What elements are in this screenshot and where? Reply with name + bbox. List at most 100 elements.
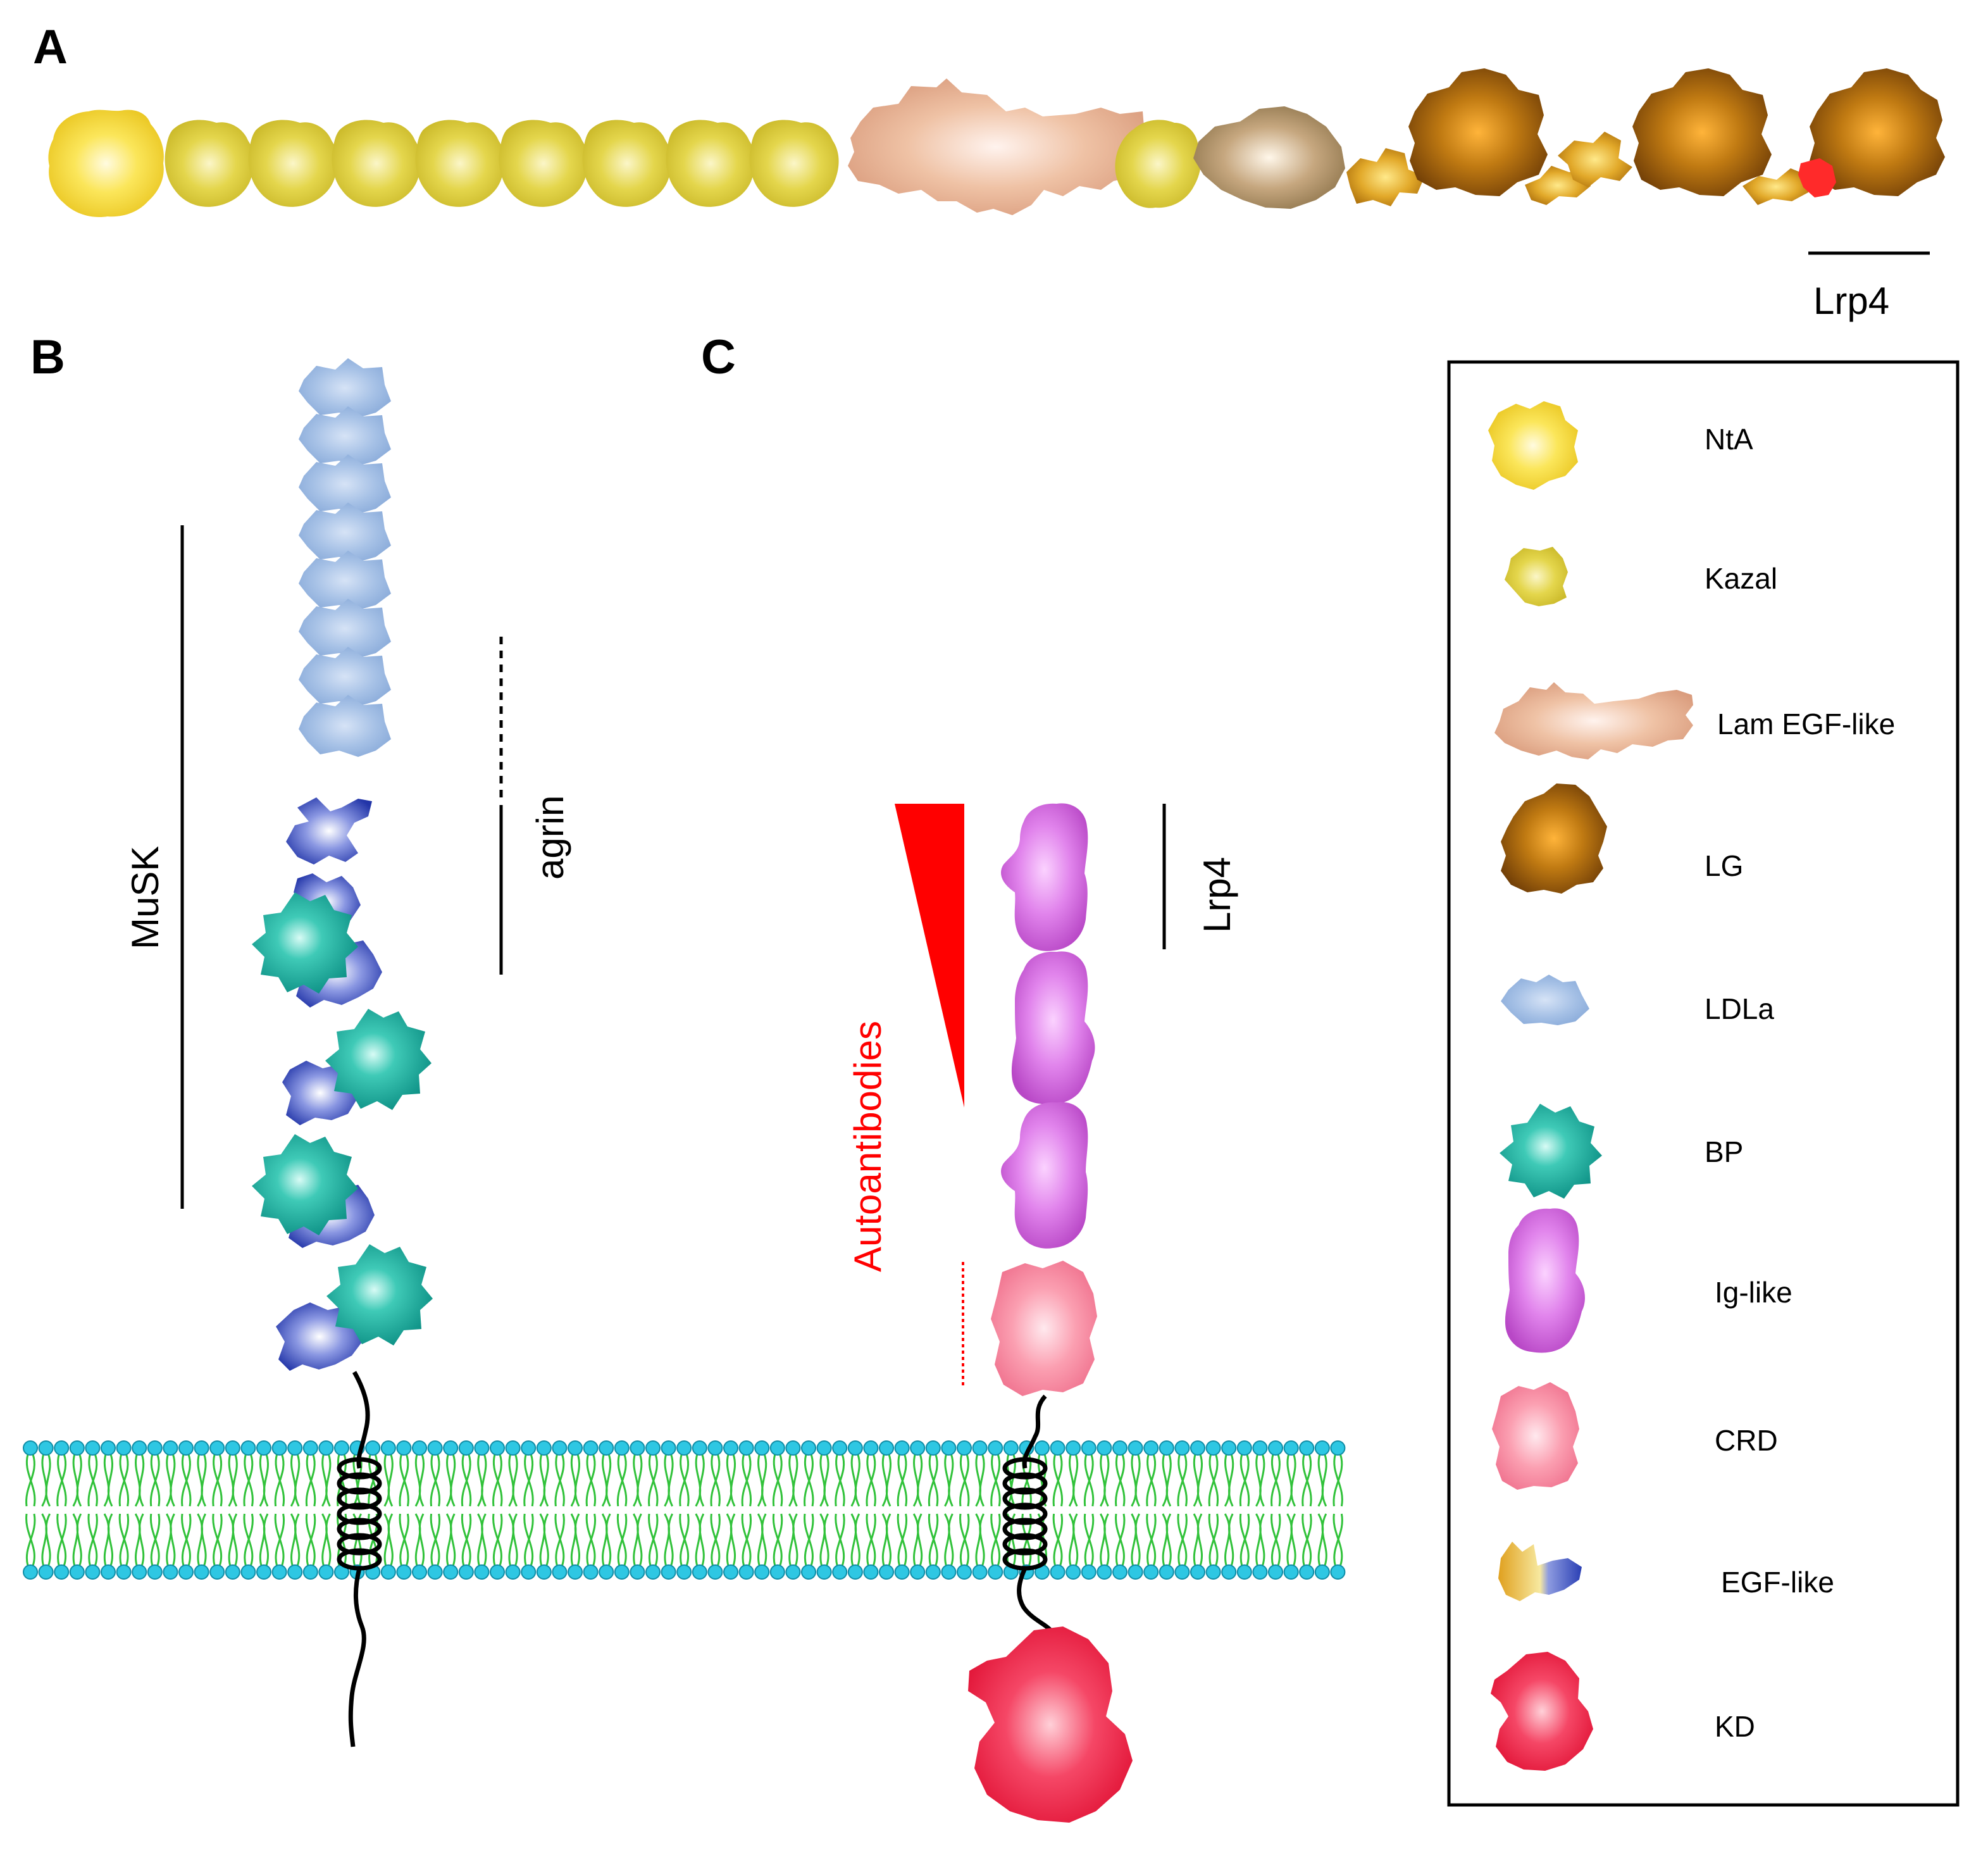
lipid-tail [1052, 1513, 1063, 1566]
lipid-tail [804, 1454, 814, 1507]
lipid-head [1236, 1564, 1252, 1580]
lipid-head [1314, 1440, 1330, 1456]
lipid-tail [139, 1513, 145, 1566]
lipid-head [1190, 1440, 1205, 1456]
lipid-tail [481, 1513, 487, 1566]
lipid-tail [76, 1513, 82, 1566]
lipid-tail [761, 1454, 767, 1507]
autoantibodies-label: Autoantibodies [847, 1021, 889, 1272]
kazal-domain [415, 120, 505, 207]
lipid-tail [25, 1513, 35, 1566]
lrp4-label-panel-c: Lrp4 [1196, 857, 1238, 933]
cell-membrane [23, 1440, 1346, 1580]
lipid-head [1034, 1440, 1050, 1456]
lipid-head [676, 1440, 692, 1456]
lipid-tail [585, 1454, 596, 1507]
lipid-tail [197, 1454, 203, 1507]
lipid-tail [508, 1513, 514, 1566]
lipid-tail [149, 1513, 160, 1566]
autoantibody-gradient-wedge [895, 804, 964, 1108]
lipid-tail [1259, 1454, 1265, 1507]
lipid-tail [772, 1454, 783, 1507]
lipid-head [427, 1440, 443, 1456]
lipid-tail [1103, 1513, 1110, 1566]
lipid-tail [492, 1454, 502, 1507]
lipid-tail [134, 1513, 141, 1566]
legend-label-nta: NtA [1705, 423, 1753, 456]
lipid-head [1283, 1440, 1299, 1456]
lipid-tail [741, 1513, 752, 1566]
lipid-head [925, 1564, 941, 1580]
lipid-head [287, 1440, 303, 1456]
lipid-tail [512, 1513, 518, 1566]
lipid-head [1330, 1440, 1346, 1456]
lipid-head [521, 1440, 537, 1456]
lipid-tail [944, 1513, 950, 1566]
lipid-head [1159, 1440, 1174, 1456]
lipid-tail [792, 1513, 798, 1566]
lipid-tail [633, 1513, 639, 1566]
lipid-head [1205, 1564, 1221, 1580]
lipid-tail [294, 1454, 301, 1507]
lipid-head [178, 1440, 194, 1456]
ig-like-domain [1011, 951, 1095, 1105]
lipid-head [894, 1564, 910, 1580]
lipid-tail [792, 1454, 798, 1507]
lipid-tail [232, 1454, 238, 1507]
lipid-head [816, 1564, 832, 1580]
lipid-head [816, 1440, 832, 1456]
lipid-tail [477, 1513, 483, 1566]
lipid-head [1205, 1440, 1221, 1456]
lipid-tail [290, 1454, 297, 1507]
bp-domain-icon [1500, 1104, 1602, 1199]
lipid-tail [450, 1454, 456, 1507]
lipid-tail [897, 1454, 907, 1507]
musk-intracellular-tail [348, 1568, 366, 1747]
lipid-head [630, 1564, 645, 1580]
lipid-tail [212, 1513, 223, 1566]
lipid-tail [1259, 1513, 1265, 1566]
kd-domain [968, 1626, 1133, 1823]
lipid-tail [212, 1454, 223, 1507]
lipid-tail [1193, 1454, 1200, 1507]
musk-label: MuSK [124, 846, 166, 949]
ig-like-domain [1001, 803, 1088, 951]
lipid-tail [72, 1513, 79, 1566]
lipid-tail [1146, 1513, 1157, 1566]
egf-like-domain-icon [1498, 1542, 1582, 1601]
lipid-tail [445, 1454, 452, 1507]
lipid-tail [885, 1454, 892, 1507]
lipid-head [256, 1564, 271, 1580]
lipid-head [147, 1440, 163, 1456]
kazal-domain [499, 120, 588, 207]
lipid-tail [243, 1513, 254, 1566]
ldla-domain-icon [1501, 975, 1589, 1025]
lipid-tail [1134, 1454, 1141, 1507]
lipid-head [1143, 1440, 1159, 1456]
lipid-tail [554, 1454, 565, 1507]
lipid-tail [274, 1513, 285, 1566]
ldla-domain [299, 647, 391, 706]
panel-label-c: C [701, 330, 736, 384]
lipid-tail [710, 1513, 721, 1566]
lipid-tail [228, 1513, 235, 1566]
lipid-head [738, 1440, 754, 1456]
lipid-tail [414, 1454, 421, 1507]
lipid-tail [637, 1454, 643, 1507]
lipid-head [1112, 1564, 1128, 1580]
lipid-head [1112, 1440, 1128, 1456]
lipid-head [458, 1440, 474, 1456]
lipid-tail [523, 1454, 534, 1507]
lipid-tail [201, 1513, 207, 1566]
lipid-tail [1228, 1454, 1234, 1507]
lipid-tail [1317, 1513, 1324, 1566]
kazal-domain [248, 120, 338, 207]
lipid-head [599, 1440, 614, 1456]
lipid-tail [606, 1454, 612, 1507]
kazal-domain-icon [1505, 547, 1568, 606]
lipid-tail [990, 1454, 1001, 1507]
lipid-tail [804, 1513, 814, 1566]
lipid-tail [139, 1454, 145, 1507]
lipid-tail [56, 1513, 67, 1566]
lipid-tail [917, 1513, 923, 1566]
